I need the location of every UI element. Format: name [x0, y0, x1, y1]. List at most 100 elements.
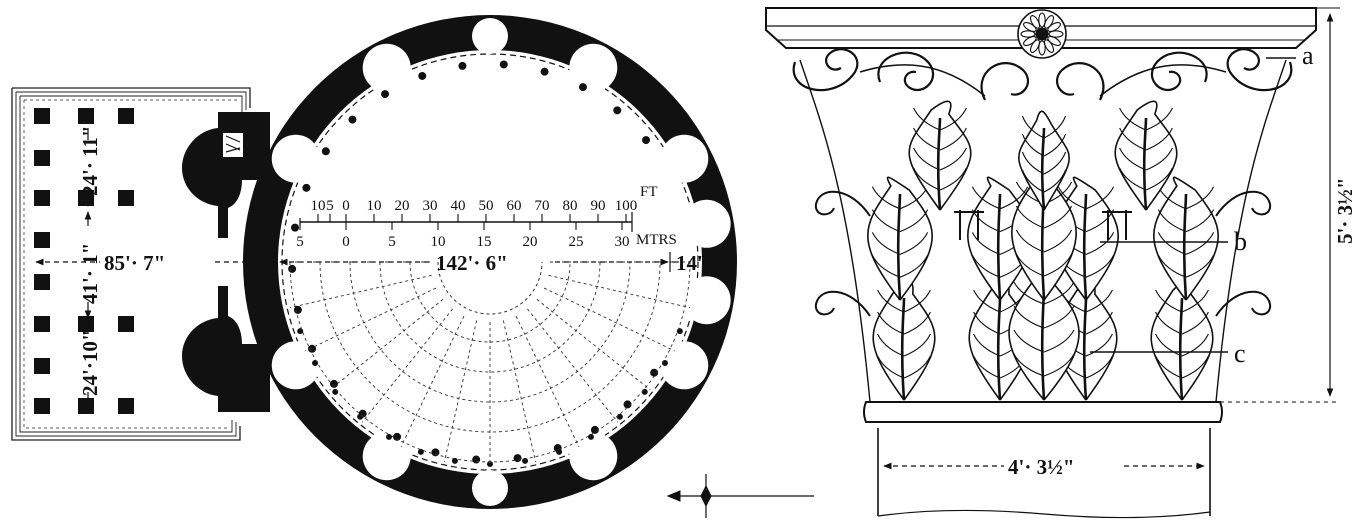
rotunda-pier	[588, 433, 594, 440]
metre-tick-label: 30	[615, 234, 630, 250]
portico-column	[118, 398, 134, 414]
feet-tick-label: 10	[367, 198, 382, 214]
feet-tick-label: 60	[507, 198, 522, 214]
label-b: b	[1234, 227, 1247, 256]
dimension-bay-top: 24'· 11"	[78, 125, 102, 196]
rotunda-niche	[472, 470, 508, 506]
corinthian-capital	[765, 7, 1340, 519]
rotunda-pier	[487, 461, 493, 467]
rotunda-pier	[513, 454, 522, 463]
metre-tick-label: 5	[296, 234, 304, 250]
portico-column	[34, 190, 50, 206]
feet-tick-label: 80	[563, 198, 578, 214]
rotunda-pier	[472, 455, 481, 464]
rotunda-pier	[297, 328, 304, 335]
rotunda-pier	[540, 67, 549, 76]
acanthus-leaf	[1018, 110, 1070, 211]
portico-column	[78, 108, 94, 124]
rotunda-pier	[613, 106, 622, 115]
rotunda-niche	[569, 43, 618, 92]
feet-tick-label: 100	[615, 198, 638, 214]
rotunda-pier	[329, 379, 338, 388]
feet-tick-label: 50	[479, 198, 494, 214]
oculus	[437, 261, 543, 315]
dimension-wall-thickness: 14'	[676, 251, 703, 275]
rotunda-pier	[578, 83, 587, 92]
portico-column	[34, 398, 50, 414]
rotunda-pier	[321, 147, 330, 156]
leaf-tip	[1215, 190, 1272, 217]
acanthus-leaf	[867, 176, 933, 301]
rotunda-niche	[682, 276, 731, 325]
dimension-portico-depth: 85'· 7"	[104, 251, 165, 275]
feet-unit-label: FT	[640, 184, 658, 200]
feet-tick-label: 40	[451, 198, 466, 214]
rotunda-pier	[293, 305, 302, 314]
rotunda-niches	[271, 18, 731, 506]
rotunda-pier	[308, 344, 317, 353]
portico-column	[34, 150, 50, 166]
rotunda-niche	[660, 134, 709, 183]
rotunda-pier	[590, 425, 599, 434]
feet-tick-label: 90	[591, 198, 606, 214]
rotunda-niche	[271, 134, 320, 183]
rotunda-pier	[650, 368, 659, 377]
north-arrow-icon	[666, 474, 814, 518]
rotunda-pier	[623, 400, 632, 409]
portico-column	[34, 108, 50, 124]
feet-tick-label: 5	[326, 198, 334, 214]
rotunda-pier	[393, 432, 402, 441]
dimension-bay-center: 41'· 1"	[78, 243, 102, 304]
metre-tick-label: 15	[477, 234, 492, 250]
metres-unit-label: MTRS	[636, 232, 677, 248]
abacus-rosette	[1017, 9, 1067, 59]
label-a: a	[1302, 41, 1314, 70]
transition-block	[165, 112, 270, 412]
rotunda-pier	[381, 90, 390, 99]
metre-tick-label: 0	[342, 234, 350, 250]
rotunda-pier	[522, 457, 529, 464]
rotunda-pier	[616, 413, 623, 420]
metre-tick-label: 25	[569, 234, 584, 250]
rotunda-pier	[451, 457, 458, 464]
feet-tick-label: 20	[395, 198, 410, 214]
rotunda-pier	[642, 136, 651, 145]
rotunda-niche	[569, 432, 618, 481]
rotunda-pier	[348, 115, 357, 124]
portico-columns	[34, 108, 134, 414]
rotunda-pier	[676, 328, 683, 335]
rotunda-niche	[271, 341, 320, 390]
rotunda-pier	[556, 448, 563, 455]
portico-column	[34, 316, 50, 332]
rotunda-piers	[288, 60, 683, 467]
rotunda-niche	[660, 341, 709, 390]
portico-column	[34, 358, 50, 374]
feet-tick-label: 70	[535, 198, 550, 214]
rotunda-pier	[431, 448, 440, 457]
portico-column	[34, 274, 50, 290]
rotunda-niche	[362, 432, 411, 481]
leaf-tip	[814, 290, 871, 317]
metre-tick-label: 20	[523, 234, 538, 250]
portico-column	[78, 398, 94, 414]
rotunda-pier	[357, 413, 364, 420]
rotunda-pier	[312, 360, 319, 366]
portico	[11, 87, 251, 441]
rotunda-pier	[417, 448, 424, 455]
feet-tick-label: 10	[311, 198, 326, 214]
dimension-bay-bottom: 24'·10"	[78, 330, 102, 397]
rotunda-pier	[302, 183, 311, 192]
volutes	[792, 48, 1293, 101]
portico-column	[34, 232, 50, 248]
plan-horizontal-dimensions	[35, 252, 678, 272]
rotunda	[243, 15, 737, 509]
capital-height-dimension: 5'· 3½"	[1333, 178, 1357, 245]
acanthus-leaves	[814, 100, 1272, 401]
label-c: c	[1234, 339, 1246, 368]
caulicoli	[954, 210, 1132, 240]
leaf-tip	[814, 190, 871, 217]
